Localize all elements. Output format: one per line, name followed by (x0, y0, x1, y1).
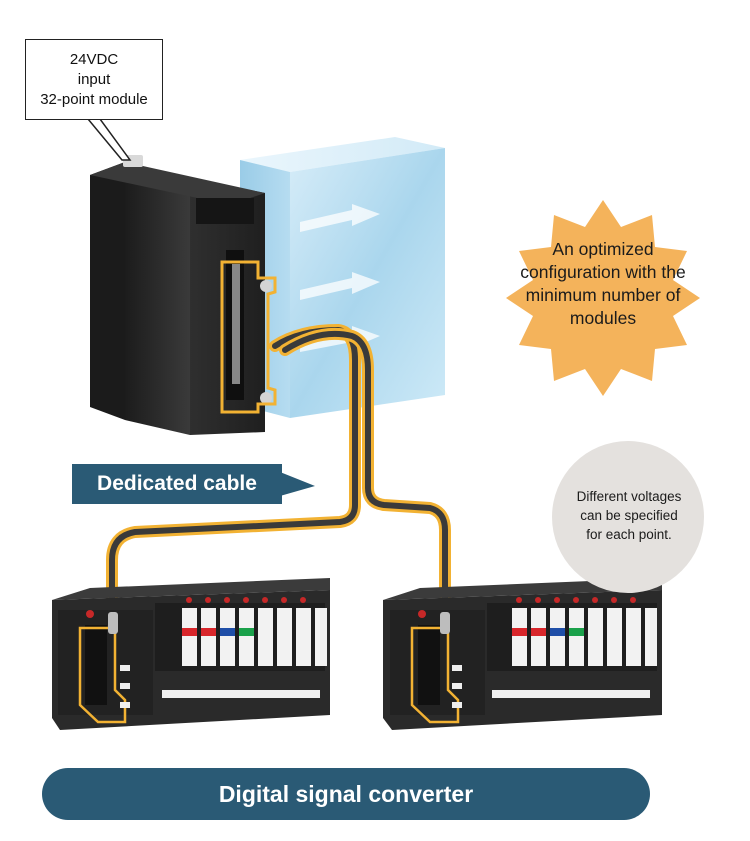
flow-arrow-icon (300, 272, 380, 300)
callout-line-3: 32-point module (40, 90, 148, 108)
input-module (90, 155, 272, 435)
callout-line-2: input (77, 70, 111, 88)
flow-arrow-icon (300, 204, 380, 232)
circle-line-3: for each point. (586, 527, 672, 542)
circle-line-1: Different voltages (576, 489, 682, 504)
converter-right (383, 578, 662, 730)
star-badge-text: An optimized configuration with the mini… (498, 238, 708, 330)
callout-line-1: 24VDC (69, 50, 119, 68)
star-line-1: An optimized (552, 239, 654, 259)
cable-label: Dedicated cable (72, 464, 282, 504)
note-circle (552, 441, 704, 593)
connector-highlight (220, 260, 277, 414)
circle-line-2: can be specified (580, 508, 678, 523)
callout-pointer (86, 118, 132, 161)
converter-left (52, 578, 330, 730)
star-badge (506, 200, 700, 396)
note-circle-text: Different voltages can be specified for … (554, 487, 704, 544)
bottom-banner: Digital signal converter (42, 768, 650, 820)
dedicated-cable (106, 324, 451, 616)
star-line-3: minimum number of (525, 285, 681, 305)
star-line-2: configuration with the (520, 262, 686, 282)
module-callout: 24VDC input 32-point module (25, 39, 163, 120)
star-line-4: modules (569, 308, 637, 328)
cable-label-pointer (280, 472, 315, 496)
